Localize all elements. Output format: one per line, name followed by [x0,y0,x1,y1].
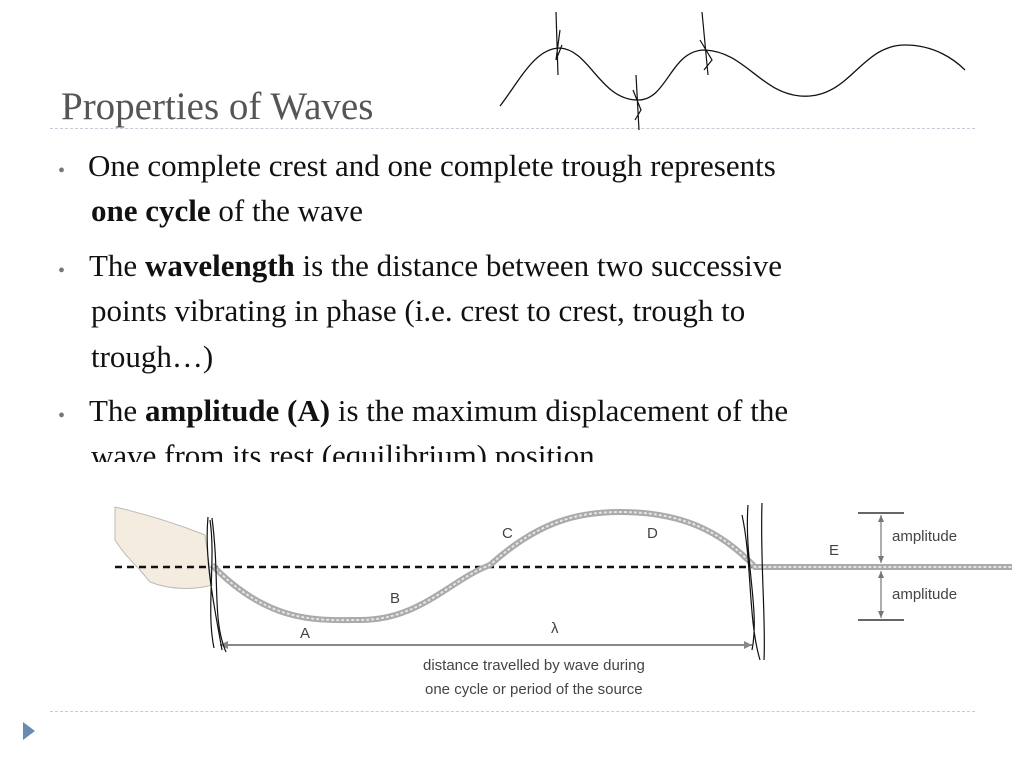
slide-title: Properties of Waves [61,85,374,128]
text-run: One complete crest and one complete trou… [88,148,776,183]
bullet-line: wave from its rest (equilibrium) positio… [91,438,595,462]
label-b: B [390,590,400,607]
text-run: The [89,393,145,428]
footer-divider [50,711,975,712]
bullet-line: points vibrating in phase (i.e. crest to… [91,293,745,329]
play-triangle-icon[interactable] [23,722,35,740]
caption-line-2: one cycle or period of the source [425,681,643,698]
handwritten-mark [632,74,642,131]
label-d: D [647,525,658,542]
bullet-line: One complete crest and one complete trou… [88,148,776,184]
handwritten-mark [555,11,563,76]
bullet-marker: • [58,405,66,427]
bold-term: wavelength [144,248,295,283]
bullet-line: The amplitude (A) is the maximum displac… [89,393,788,429]
bullet-list: • One complete crest and one complete tro… [0,140,1024,462]
bullet-marker: • [58,260,66,282]
text-run: points vibrating in phase (i.e. crest to… [91,293,746,328]
bold-term: amplitude (A) [144,393,331,428]
handwritten-mark [206,516,227,653]
amplitude-label-top: amplitude [892,528,957,545]
label-e: E [829,542,839,559]
handwritten-wave [499,44,966,107]
text-run: wave from its rest (equilibrium) positio… [91,438,595,462]
text-run: is the distance between two successive [294,248,783,283]
hand-illustration [114,506,213,589]
label-c: C [502,525,513,542]
title-divider [50,128,975,129]
handwritten-mark [741,502,766,661]
handwritten-mark [699,11,713,76]
label-lambda: λ [551,620,559,637]
caption-line-1: distance travelled by wave during [423,657,645,674]
text-run: of the wave [210,193,363,228]
text-run: is the maximum displacement of the [330,393,789,428]
text-run: trough…) [91,339,214,374]
bullet-line: trough…) [91,339,213,375]
bullet-line: one cycle of the wave [91,193,363,229]
text-run: The [89,248,145,283]
label-a: A [300,625,310,642]
bullet-marker: • [58,160,66,182]
bold-term: one cycle [91,193,211,228]
amplitude-label-bottom: amplitude [892,586,957,603]
bullet-line: The wavelength is the distance between t… [89,248,782,284]
